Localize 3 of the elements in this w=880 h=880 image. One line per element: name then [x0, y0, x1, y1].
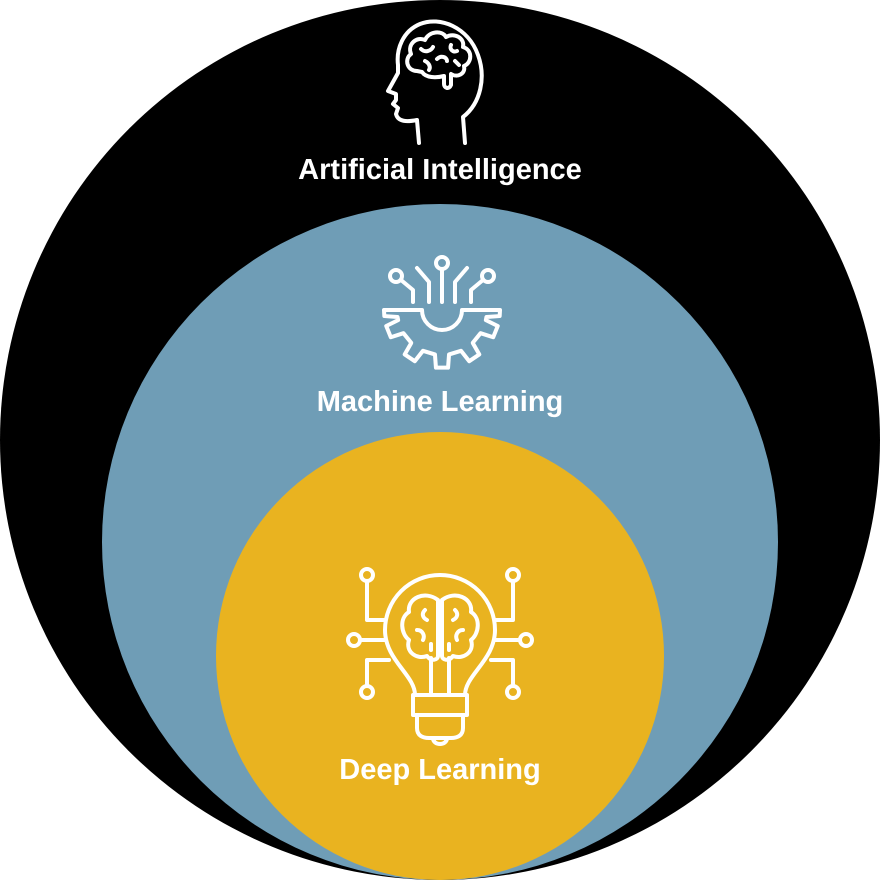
circle-label: Machine Learning: [316, 385, 564, 419]
circle-label: Deep Learning: [339, 753, 541, 787]
circle-label: Artificial Intelligence: [298, 153, 582, 187]
